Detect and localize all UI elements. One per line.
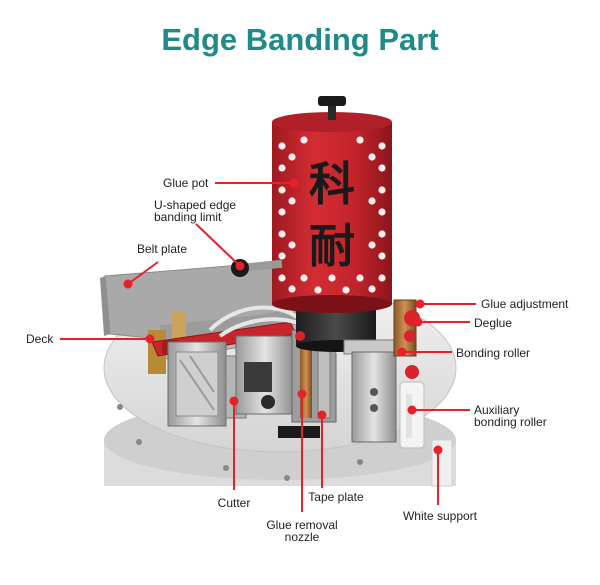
label-tape-plate: Tape plate (308, 490, 364, 504)
label-belt-plate: Belt plate (137, 242, 188, 256)
pot-character-1: 科 (309, 157, 355, 211)
glue-pot-body: 科 耐 (272, 112, 392, 313)
pot-character-2: 耐 (309, 219, 355, 273)
label-auxiliary-line2: bonding roller (474, 415, 547, 429)
label-auxiliary-line1: Auxiliary (474, 403, 520, 417)
label-deglue: Deglue (474, 316, 513, 330)
pointer-lines (60, 178, 476, 512)
label-glue-adjustment: Glue adjustment (481, 297, 569, 311)
label-bonding-roller: Bonding roller (456, 346, 531, 360)
label-u-shaped-line2: banding limit (154, 210, 222, 224)
label-glue-pot: Glue pot (163, 176, 209, 190)
motor-block (235, 329, 337, 423)
label-glue-nozzle-line1: Glue removal (266, 518, 338, 532)
label-u-shaped-line1: U-shaped edge (154, 198, 237, 212)
label-glue-nozzle-line2: nozzle (284, 530, 320, 544)
roller-assembly (343, 299, 453, 487)
label-deck: Deck (26, 332, 54, 346)
label-white-support: White support (402, 509, 478, 523)
page-title: Edge Banding Part (161, 22, 439, 57)
label-cutter: Cutter (217, 496, 251, 510)
pot-knob (318, 96, 346, 120)
